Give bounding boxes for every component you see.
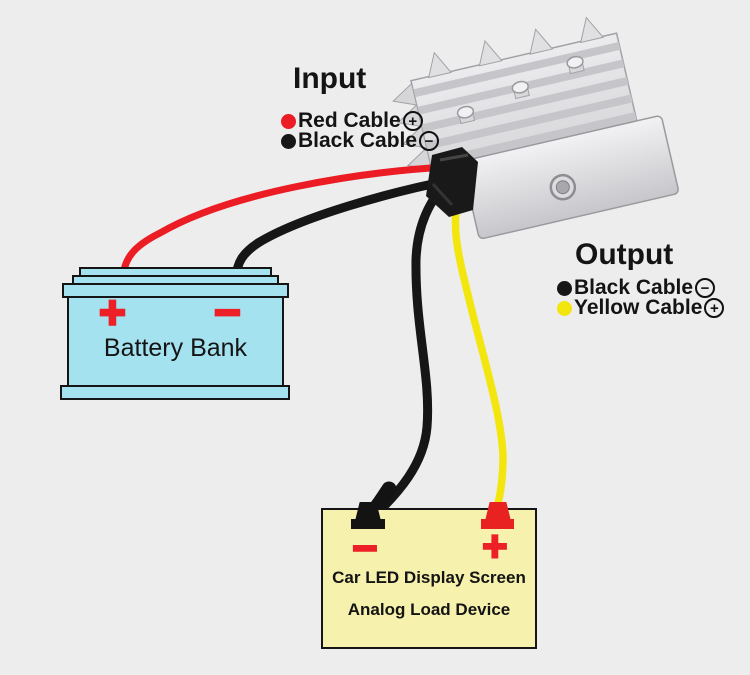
legend-black-cable-input: Black Cable − (281, 129, 440, 152)
load-negative-terminal (355, 502, 381, 521)
circled-plus-icon: + (402, 111, 423, 131)
red-cable-label: Red Cable (298, 109, 401, 132)
cable-gland (426, 147, 478, 217)
converter-top-fin-tips (428, 16, 605, 79)
circled-minus-icon: − (695, 278, 716, 298)
load-positive-terminal (485, 502, 511, 521)
red-bullet-icon (281, 113, 296, 129)
yellow-cable-label: Yellow Cable (574, 296, 703, 319)
load-positive-terminal-flange (481, 519, 514, 529)
legend-red-cable: Red Cable + (281, 109, 439, 132)
mounting-hole (555, 180, 570, 195)
black-cable-label: Black Cable (298, 129, 418, 152)
load-negative-terminal-flange (351, 519, 385, 529)
load-label-line1: Car LED Display Screen (332, 568, 526, 587)
black-bullet-icon (557, 280, 572, 296)
red-input-cable (119, 163, 450, 282)
input-legend: Input Red Cable + Black Cable − (281, 62, 440, 152)
yellow-bullet-icon (557, 300, 572, 316)
output-legend: Output Black Cable − Yellow Cable + (557, 238, 725, 319)
circled-plus-icon: + (704, 298, 725, 318)
black-input-cable (231, 175, 457, 283)
voltage-converter-device (392, 16, 679, 240)
battery-positive-sign: + (98, 286, 127, 338)
load-positive-sign: + (481, 522, 509, 571)
load-label-line2: Analog Load Device (347, 600, 511, 619)
legend-yellow-cable: Yellow Cable + (557, 296, 725, 319)
load-negative-sign: − (351, 524, 379, 573)
black-output-cable (365, 175, 455, 525)
converter-screws (456, 55, 585, 125)
battery-negative-sign: − (213, 286, 242, 338)
output-title: Output (575, 238, 674, 271)
battery-base (60, 385, 290, 400)
load-device-box (321, 508, 537, 649)
black-cable-label: Black Cable (574, 276, 694, 299)
input-title: Input (293, 62, 367, 95)
legend-black-cable-output: Black Cable − (557, 276, 724, 299)
black-bullet-icon (281, 133, 296, 149)
battery-label: Battery Bank (103, 334, 248, 362)
yellow-output-cable (451, 189, 507, 522)
circled-minus-icon: − (419, 131, 440, 151)
